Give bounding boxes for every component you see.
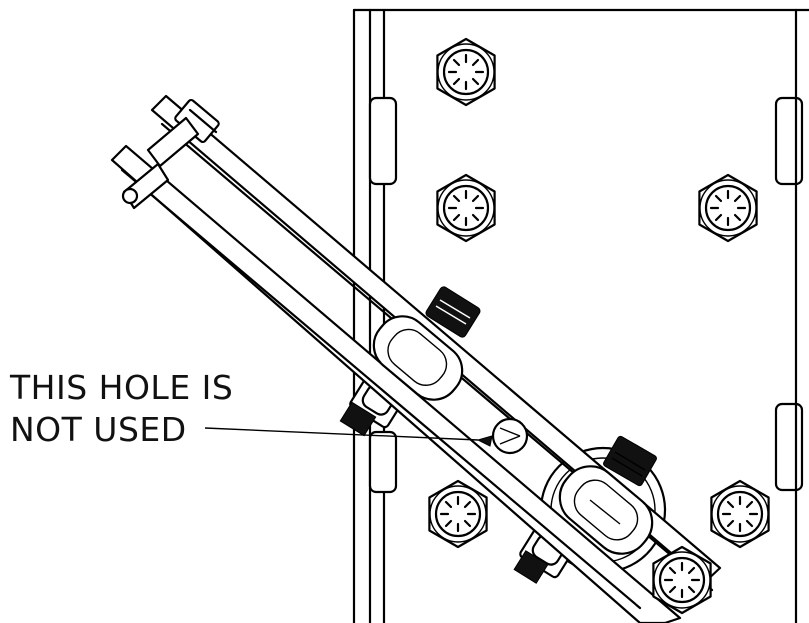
lower-roller: [558, 465, 654, 555]
callout-line-1: THIS HOLE IS: [9, 368, 233, 407]
callout-leader: [204, 427, 479, 441]
unused-hole: [476, 417, 529, 455]
callout-line-2: NOT USED: [10, 410, 187, 449]
middle-roller: [372, 286, 481, 401]
mounting-plate: [352, 8, 809, 623]
clevis-pin: [121, 98, 220, 210]
callout: THIS HOLE IS NOT USED: [9, 368, 233, 449]
